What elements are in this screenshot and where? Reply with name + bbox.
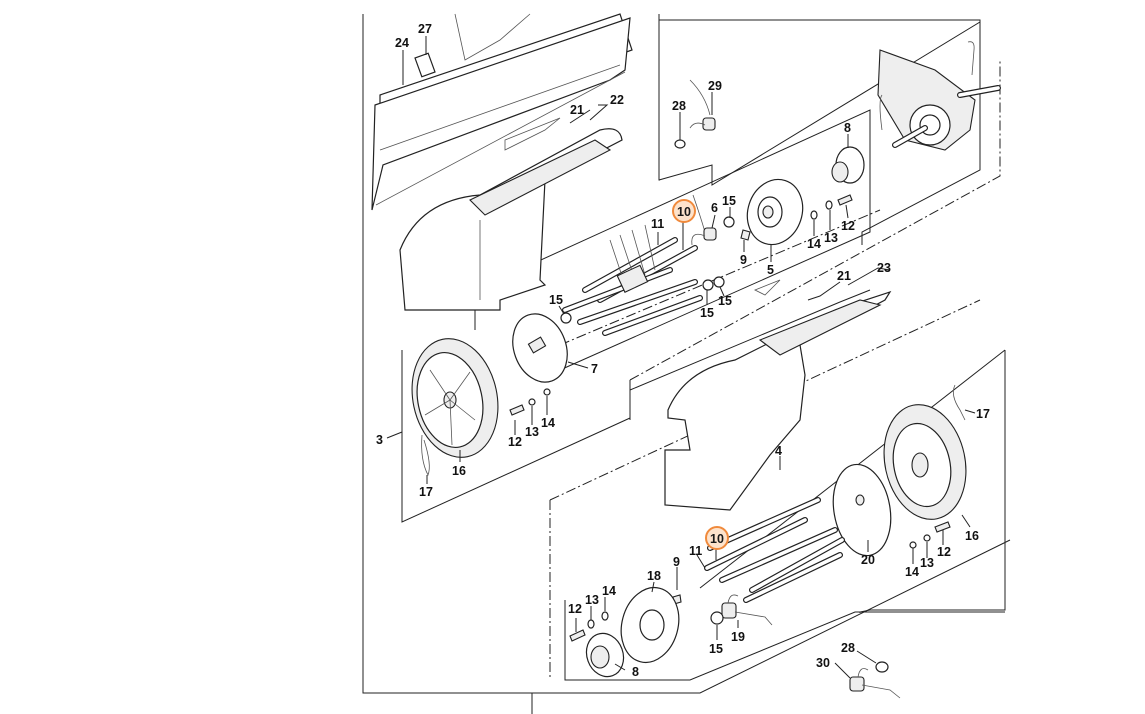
drive-hub-part-8-bottom: [585, 632, 625, 678]
washer-part-13-left: [528, 398, 536, 406]
washer-part-13-bottom: [587, 619, 595, 629]
callout-8-top: 8: [844, 121, 851, 135]
bolt-part-12-left: [509, 404, 525, 416]
bolt-part-12-bottom: [569, 629, 586, 642]
callout-16-right: 16: [965, 529, 979, 543]
callout-13-left: 13: [525, 425, 539, 439]
clip-part-27: [414, 52, 436, 78]
callout-18: 18: [647, 569, 661, 583]
callout-16-left: 16: [452, 464, 466, 478]
callout-11-mid: 11: [651, 217, 664, 231]
callout-8-bottom: 8: [632, 665, 639, 679]
centerline-2: [629, 60, 1001, 420]
callout-4: 4: [775, 444, 782, 458]
bottom-frame: [564, 600, 1005, 681]
callout-15-bottom: 15: [709, 642, 723, 656]
hub-plate-part-5: [746, 178, 804, 246]
callout-15-low-a: 15: [700, 306, 714, 320]
bushing-part-15-mid: [723, 216, 735, 228]
highlight-callout-10-bottom[interactable]: [705, 526, 729, 550]
grass-chute-cover-top: [399, 117, 623, 311]
callout-14-bottom: 14: [602, 584, 616, 598]
callout-24: 24: [395, 36, 409, 50]
drive-hub-part-8-top: [831, 146, 865, 184]
rear-deflector-plate: [371, 13, 633, 211]
callout-7: 7: [591, 362, 598, 376]
hub-plate-part-18: [620, 586, 680, 664]
axle-rods-lower: [704, 497, 845, 603]
callout-13-bottom: 13: [585, 593, 599, 607]
callout-27: 27: [418, 22, 432, 36]
bushing-part-15-bottom: [710, 611, 724, 625]
callout-15-left: 15: [549, 293, 563, 307]
callout-14-right: 14: [905, 565, 919, 579]
washer-part-14-bottom: [601, 611, 609, 621]
spring-part-29: [689, 79, 716, 131]
callout-13-mid: 13: [824, 231, 838, 245]
washer-part-14-right: [909, 541, 917, 549]
callout-12-bottom: 12: [568, 602, 582, 616]
callout-5: 5: [767, 263, 774, 277]
washer-part-28-top: [674, 139, 686, 149]
callout-15-low-b: 15: [718, 294, 732, 308]
callout-15-mid: 15: [722, 194, 736, 208]
callout-17-left: 17: [419, 485, 433, 499]
top-right-box: [659, 19, 981, 245]
washer-part-28-bottom: [875, 661, 889, 673]
callout-28-bottom: 28: [841, 641, 855, 655]
callout-3: 3: [376, 433, 383, 447]
hub-plate-part-7: [512, 313, 568, 383]
leader-lines: [386, 36, 976, 679]
spring-part-6: [691, 194, 717, 246]
gearbox: [877, 41, 1001, 151]
bolt-part-12-mid: [837, 194, 853, 206]
centerline-3: [559, 209, 881, 346]
callout-9-mid: 9: [740, 253, 747, 267]
hub-plate-part-20: [832, 463, 892, 557]
wheel-part-16-right: [883, 404, 967, 520]
callout-20: 20: [861, 553, 875, 567]
spring-part-19: [721, 594, 773, 626]
callout-22: 22: [610, 93, 624, 107]
callout-14-left: 14: [541, 416, 555, 430]
callout-12-mid: 12: [841, 219, 855, 233]
callout-14-mid: 14: [807, 237, 821, 251]
callout-21-mid: 21: [837, 269, 851, 283]
spring-part-30: [849, 668, 901, 699]
linch-pin-part-17-left: [421, 434, 430, 476]
wheel-part-16-left: [411, 338, 499, 458]
callout-6: 6: [711, 201, 718, 215]
callout-labels: 24 27 21 22 29 28 8 10 6 15 11 9 5 14 13…: [376, 22, 990, 679]
callout-10-top[interactable]: 10: [677, 205, 691, 219]
callout-19: 19: [731, 630, 745, 644]
callout-11-bottom: 11: [689, 544, 702, 558]
callout-13-right: 13: [920, 556, 934, 570]
callout-10-bottom[interactable]: 10: [710, 532, 724, 546]
callout-29: 29: [708, 79, 722, 93]
callout-9-bottom: 9: [673, 555, 680, 569]
callout-12-right: 12: [937, 545, 951, 559]
bolt-part-12-right: [934, 521, 951, 533]
axle-rods-upper: [562, 224, 703, 336]
callout-21-top: 21: [570, 103, 584, 117]
callout-12-left: 12: [508, 435, 522, 449]
highlight-callout-10-top[interactable]: [672, 199, 696, 223]
washer-part-14-left: [543, 388, 551, 396]
bushing-part-15-low-b: [713, 276, 725, 288]
bolt-part-9-mid: [740, 229, 751, 241]
bushing-part-15-low-a: [702, 279, 714, 291]
linch-pin-part-17-right: [952, 384, 966, 421]
washer-part-13-mid: [825, 200, 833, 210]
callout-30: 30: [816, 656, 830, 670]
washer-part-14-mid: [810, 210, 818, 220]
callout-17-right: 17: [976, 407, 990, 421]
washer-part-13-right: [923, 534, 931, 542]
callout-28-top: 28: [672, 99, 686, 113]
callout-23: 23: [877, 261, 891, 275]
grass-chute-cover-part-4: [664, 279, 892, 511]
bushing-part-15-left: [560, 312, 572, 324]
